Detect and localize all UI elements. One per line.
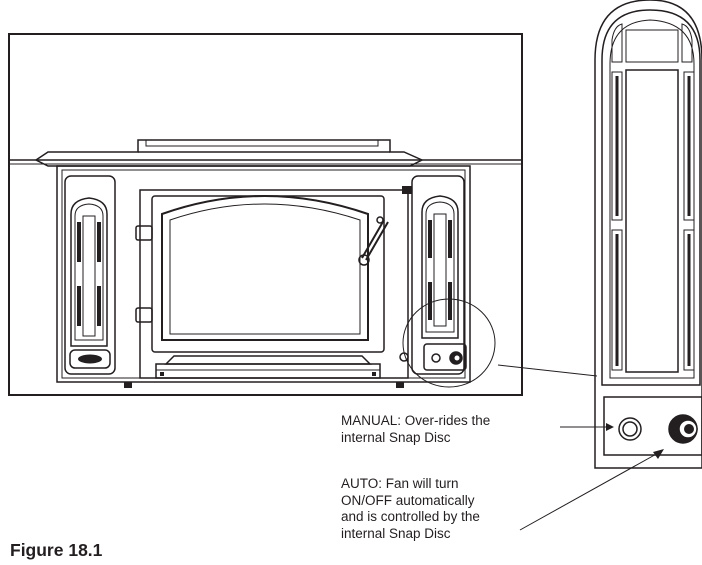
auto-callout-label: AUTO: Fan will turn ON/OFF automatically… <box>341 476 480 542</box>
left-grille-inner <box>74 203 104 341</box>
door <box>151 195 385 353</box>
top-ledge <box>34 139 424 167</box>
right-grille-tab-3 <box>428 282 432 320</box>
stove-body <box>56 165 471 383</box>
left-grille-slot <box>82 215 96 337</box>
left-grille-tab-4 <box>97 286 101 326</box>
stove-foot-right <box>396 382 404 388</box>
zoom-tab-4 <box>683 229 695 371</box>
auto-leader-arrowhead <box>653 449 664 459</box>
small-auto-knob-cap <box>454 355 460 361</box>
stove-front-view <box>8 33 523 396</box>
door-window-inner <box>169 203 361 335</box>
door-latch-icon <box>376 216 384 224</box>
right-door-bracket <box>402 186 412 194</box>
small-manual-switch-icon <box>431 353 441 363</box>
zoom-tab-1 <box>611 71 623 221</box>
right-grille-tab-1 <box>428 220 432 258</box>
right-grille-inner <box>425 201 455 333</box>
door-hinge-top <box>135 225 153 241</box>
stove-body-inner <box>61 169 466 379</box>
auto-callout-line-3: and is controlled by the <box>341 509 480 525</box>
right-grille-outer <box>421 195 459 339</box>
zoom-control-box <box>603 396 702 456</box>
zoom-grille-slot <box>625 69 679 373</box>
top-vent <box>145 139 379 147</box>
auto-callout-line-1: AUTO: Fan will turn <box>341 476 459 491</box>
right-grille-tab-2 <box>448 220 452 258</box>
left-badge-logo <box>78 354 102 364</box>
zoom-tab-2 <box>683 71 695 221</box>
auto-callout-line-4: internal Snap Disc <box>341 525 451 541</box>
left-grille-tab-2 <box>97 222 101 262</box>
apron-rivet-right <box>372 372 376 376</box>
stove-foot-left <box>124 382 132 388</box>
left-side-panel <box>64 175 116 375</box>
left-grille-tab-3 <box>77 286 81 326</box>
manual-leader-arrowhead <box>606 423 614 431</box>
door-handle-icon <box>361 219 389 261</box>
apron-rivet-left <box>160 372 164 376</box>
door-hinge-bottom <box>135 307 153 323</box>
door-window-outer <box>161 195 369 341</box>
auto-callout-line-2: ON/OFF automatically <box>341 492 475 508</box>
ash-lip <box>164 355 372 365</box>
auto-fan-knob-icon <box>668 414 698 444</box>
control-callout-ellipse <box>402 298 496 388</box>
zoom-grille-outer <box>601 9 701 386</box>
left-badge <box>69 349 111 369</box>
manual-switch-icon <box>618 417 642 441</box>
right-control-box <box>423 343 467 371</box>
surround-panel <box>8 33 523 396</box>
left-grille-outer <box>70 197 108 347</box>
lower-apron <box>155 363 381 379</box>
zoomed-side-panel <box>594 0 702 469</box>
zoom-top-rib-right <box>681 23 693 63</box>
door-handle-knob <box>358 254 370 266</box>
right-grille-tab-4 <box>448 282 452 320</box>
zoom-tab-3 <box>611 229 623 371</box>
left-grille-tab-1 <box>77 222 81 262</box>
zoom-grille-slot-top <box>625 29 679 63</box>
figure-caption: Figure 18.1 <box>10 540 103 560</box>
zoom-top-rib-left <box>611 23 623 63</box>
manual-callout-label: MANUAL: Over-rides the internal Snap Dis… <box>341 413 490 446</box>
zoom-panel-outline <box>594 0 702 469</box>
zoom-grille-inner <box>609 19 695 379</box>
right-side-panel <box>411 175 465 375</box>
manual-callout-line-2: internal Snap Disc <box>341 429 451 445</box>
auto-leader-line <box>519 451 661 531</box>
manual-callout-line-1: MANUAL: Over-rides the <box>341 413 491 428</box>
right-grille-slot <box>433 213 447 327</box>
zoom-connector-line <box>497 364 598 377</box>
